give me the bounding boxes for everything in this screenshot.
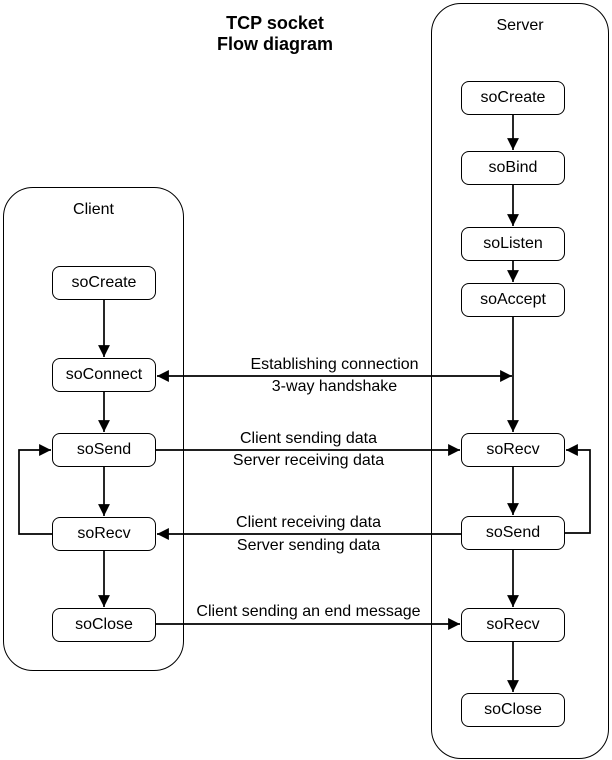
node-label: soCreate <box>480 89 546 106</box>
node-server-solisten: soListen <box>461 227 565 261</box>
node-label: soSend <box>76 441 132 458</box>
node-server-sorecv-1: soRecv <box>461 433 565 467</box>
node-server-sobind: soBind <box>461 151 565 185</box>
node-client-soconnect: soConnect <box>52 358 156 392</box>
edge-label-3way-handshake: 3-way handshake <box>271 378 398 395</box>
node-client-socreate: soCreate <box>52 266 156 300</box>
node-server-sorecv-2: soRecv <box>461 608 565 642</box>
node-label: soRecv <box>77 525 131 542</box>
node-client-sorecv: soRecv <box>52 517 156 551</box>
node-label: soSend <box>485 524 541 541</box>
node-client-soclose: soClose <box>52 608 156 642</box>
edge-label-client-end-message: Client sending an end message <box>196 603 421 620</box>
node-label: soClose <box>484 701 542 718</box>
edge-label-establishing-connection: Establishing connection <box>250 356 419 373</box>
page-title: TCP socket Flow diagram <box>125 13 425 55</box>
server-label: Server <box>496 17 544 34</box>
node-label: soRecv <box>486 616 540 633</box>
edge-label-client-receiving-data: Client receiving data <box>236 514 381 531</box>
title-line-1: TCP socket <box>226 13 324 33</box>
server-container: Server <box>431 3 609 759</box>
node-label: soRecv <box>486 441 540 458</box>
edge-label-client-sending-data: Client sending data <box>240 430 377 447</box>
loop-server-sosend-sorecv <box>565 444 591 534</box>
client-label: Client <box>73 201 114 218</box>
loop-client-sorecv-sosend <box>18 444 52 535</box>
node-label: soListen <box>483 235 543 252</box>
node-label: soBind <box>488 159 538 176</box>
node-label: soAccept <box>480 291 546 308</box>
client-container: Client <box>3 187 184 671</box>
node-server-socreate: soCreate <box>461 81 565 115</box>
node-label: soClose <box>75 616 133 633</box>
node-server-sosend: soSend <box>461 516 565 550</box>
node-client-sosend: soSend <box>52 433 156 467</box>
node-label: soCreate <box>71 274 137 291</box>
node-server-soaccept: soAccept <box>461 283 565 317</box>
edge-label-server-sending-data: Server sending data <box>236 537 381 554</box>
title-line-2: Flow diagram <box>216 34 333 54</box>
edge-label-server-receiving-data: Server receiving data <box>232 452 385 469</box>
node-server-soclose: soClose <box>461 693 565 727</box>
node-label: soConnect <box>65 366 143 383</box>
